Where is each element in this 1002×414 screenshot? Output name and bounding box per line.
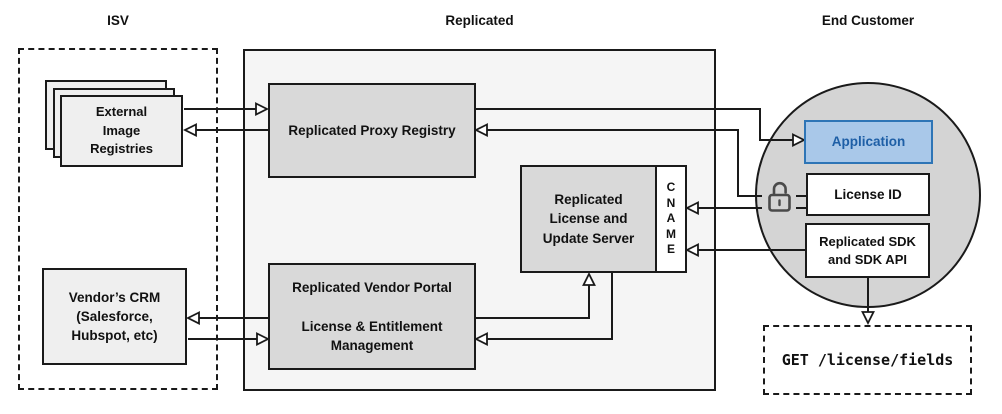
- external-image-registries-node: External Image Registries: [60, 95, 183, 167]
- unlocked-padlock-icon: [762, 177, 796, 217]
- replicated-license-update-server-node: Replicated License and Update Server: [520, 165, 657, 273]
- external-image-registries-label: External Image Registries: [90, 104, 153, 157]
- replicated-vendor-portal-node: Replicated Vendor Portal License & Entit…: [268, 263, 476, 370]
- license-id-node: License ID: [806, 173, 930, 216]
- get-license-fields-label: GET /license/fields: [781, 351, 954, 369]
- application-label: Application: [831, 134, 906, 150]
- isv-section-title: ISV: [107, 13, 129, 28]
- license-id-label: License ID: [834, 186, 902, 202]
- get-license-fields-node: GET /license/fields: [763, 325, 972, 395]
- replicated-license-update-server-label: Replicated License and Update Server: [542, 192, 635, 246]
- replicated-sdk-label: Replicated SDK and SDK API: [819, 233, 916, 267]
- end-customer-section-title: End Customer: [821, 13, 915, 28]
- replicated-proxy-registry-label: Replicated Proxy Registry: [288, 122, 456, 138]
- replicated-proxy-registry-node: Replicated Proxy Registry: [268, 83, 476, 178]
- replicated-section-title: Replicated: [445, 13, 514, 28]
- vendors-crm-label: Vendor’s CRM (Salesforce, Hubspot, etc): [68, 289, 161, 344]
- replicated-sdk-node: Replicated SDK and SDK API: [805, 223, 930, 278]
- cname-node: C N A M E: [655, 165, 687, 273]
- vendors-crm-node: Vendor’s CRM (Salesforce, Hubspot, etc): [42, 268, 187, 365]
- application-node: Application: [804, 120, 933, 164]
- replicated-vendor-portal-label: Replicated Vendor Portal License & Entit…: [292, 280, 452, 353]
- cname-label: C N A M E: [666, 180, 676, 257]
